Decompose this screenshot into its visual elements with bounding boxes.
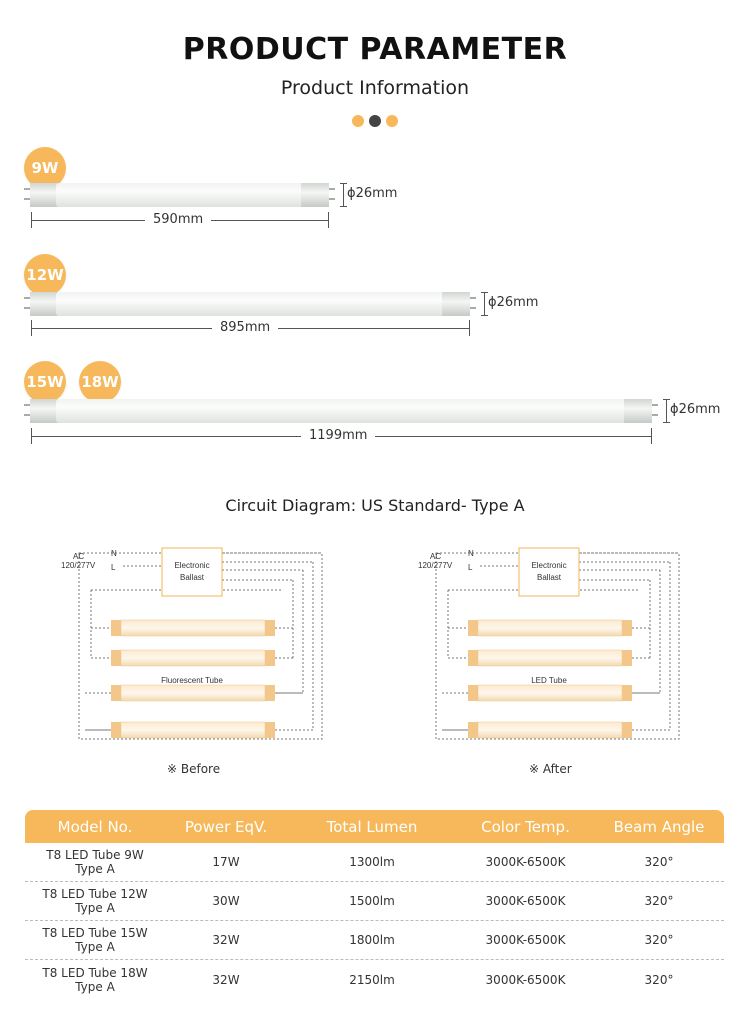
cell-angle: 320°	[644, 894, 674, 908]
cell-angle: 320°	[644, 855, 674, 869]
tube-pin	[329, 198, 335, 200]
tube-pin	[652, 404, 658, 406]
page-title: PRODUCT PARAMETER	[182, 32, 568, 67]
tube-pin	[470, 307, 476, 309]
cell-power: 17W	[212, 855, 240, 869]
wattage-badge: 9W	[24, 147, 66, 189]
cell-lumen: 1300lm	[349, 855, 395, 869]
svg-text:N: N	[468, 549, 474, 558]
wattage-badge: 18W	[79, 361, 121, 403]
circuit-diagram-before: Electronic Ballast AC 120/277V N L Fluor…	[61, 547, 323, 740]
length-label: 1199mm	[301, 428, 376, 443]
tube-end-cap	[30, 399, 58, 423]
decorative-dots	[352, 115, 400, 127]
tube-end-cap	[301, 183, 329, 207]
tube-body	[56, 292, 446, 316]
fluorescent-tube-icons	[111, 619, 275, 739]
length-label: 895mm	[212, 320, 279, 335]
cell-power: 32W	[212, 933, 240, 947]
dot-icon	[369, 115, 381, 127]
tube-pin	[24, 198, 30, 200]
col-header-lumen: Total Lumen	[326, 817, 418, 836]
col-header-angle: Beam Angle	[613, 817, 705, 836]
after-caption: ※ After	[529, 762, 572, 776]
tube-pin	[470, 297, 476, 299]
col-header-temp: Color Temp.	[481, 817, 570, 836]
svg-text:L: L	[468, 563, 473, 572]
ballast-label: Ballast	[537, 573, 562, 582]
cell-power: 32W	[212, 972, 240, 987]
dot-icon	[352, 115, 364, 127]
tube-pin	[24, 188, 30, 190]
cell-lumen: 2150lm	[349, 972, 395, 987]
cell-lumen: 1500lm	[349, 894, 395, 908]
diameter-marker	[343, 183, 344, 207]
cell-temp: 3000K-6500K	[485, 894, 566, 908]
tube-pin	[24, 297, 30, 299]
svg-text:N: N	[111, 549, 117, 558]
tube-type-label: LED Tube	[531, 676, 567, 685]
tube-end-cap	[624, 399, 652, 423]
tube-body	[56, 183, 304, 207]
spec-table-header: Model No. Power EqV. Total Lumen Color T…	[25, 810, 724, 843]
diameter-marker	[666, 399, 667, 423]
dot-icon	[386, 115, 398, 127]
tube-pin	[652, 414, 658, 416]
page-subtitle: Product Information	[280, 77, 470, 99]
tube-pin	[24, 307, 30, 309]
svg-text:120/277V: 120/277V	[418, 561, 453, 570]
wattage-badge: 12W	[24, 254, 66, 296]
led-tube-icons	[468, 619, 632, 739]
cell-power: 30W	[212, 894, 240, 908]
diameter-label: ϕ26mm	[486, 295, 541, 310]
svg-text:120/277V: 120/277V	[61, 561, 96, 570]
circuit-diagram-after: Electronic Ballast AC 120/277V N L LED T…	[418, 547, 680, 740]
wattage-badge: 15W	[24, 361, 66, 403]
ballast-label: Electronic	[174, 561, 209, 570]
tube-end-cap	[30, 292, 58, 316]
col-header-power: Power EqV.	[184, 817, 268, 836]
tube-pin	[24, 414, 30, 416]
cell-temp: 3000K-6500K	[485, 855, 566, 869]
svg-text:AC: AC	[430, 552, 441, 561]
cell-angle: 320°	[644, 933, 674, 947]
circuit-diagram-title: Circuit Diagram: US Standard- Type A	[225, 496, 525, 515]
tube-pin	[24, 404, 30, 406]
tube-end-cap	[442, 292, 470, 316]
tube-type-label: Fluorescent Tube	[161, 676, 223, 685]
cell-lumen: 1800lm	[349, 933, 395, 947]
cell-temp: 3000K-6500K	[485, 972, 566, 987]
ballast-label: Ballast	[180, 573, 205, 582]
svg-text:AC: AC	[73, 552, 84, 561]
diameter-label: ϕ26mm	[668, 402, 723, 417]
tube-end-cap	[30, 183, 58, 207]
diameter-label: ϕ26mm	[345, 186, 400, 201]
before-caption: ※ Before	[167, 762, 221, 776]
svg-text:L: L	[111, 563, 116, 572]
cell-angle: 320°	[644, 972, 674, 987]
diameter-marker	[484, 292, 485, 316]
cell-temp: 3000K-6500K	[485, 933, 566, 947]
length-label: 590mm	[145, 212, 212, 227]
col-header-model: Model No.	[57, 817, 133, 836]
tube-body	[56, 399, 628, 423]
ballast-label: Electronic	[531, 561, 566, 570]
tube-pin	[329, 188, 335, 190]
